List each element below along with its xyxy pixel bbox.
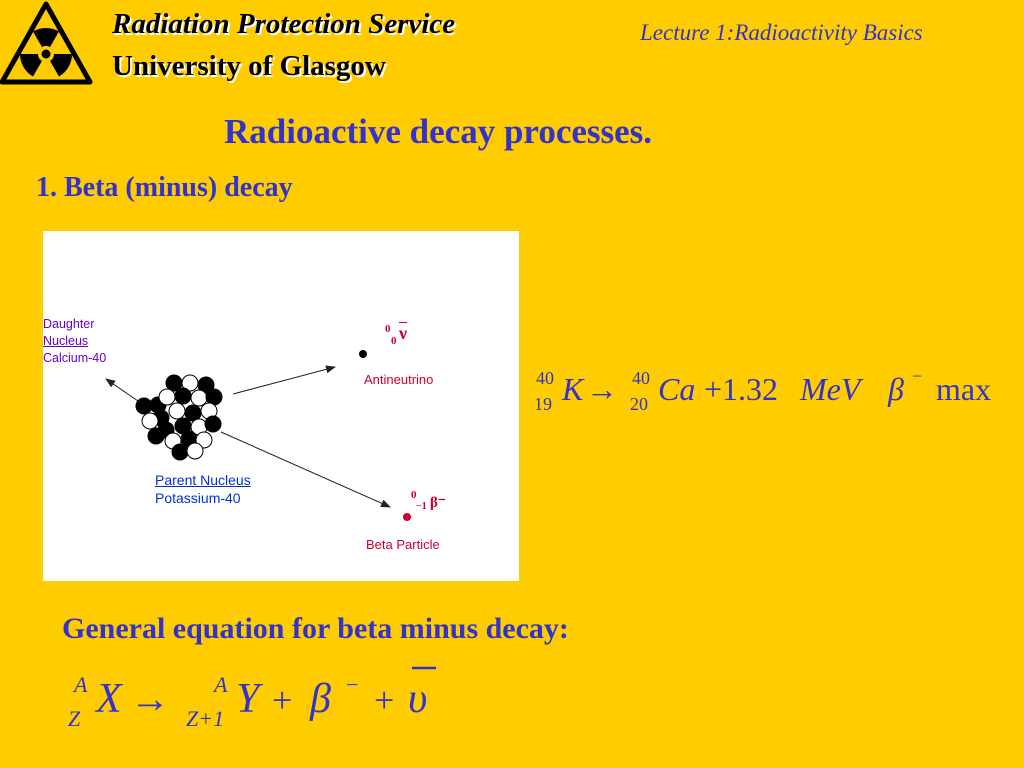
parent-nucleus-label: Parent Nucleus Potassium-40: [155, 471, 251, 507]
parent-label-line2: Potassium-40: [155, 490, 241, 506]
daughter-nucleus-label: Daughter Nucleus Calcium-40: [43, 316, 106, 367]
general-daughter-atomic-number: Z+1: [186, 706, 224, 731]
general-reaction-arrow: →: [130, 676, 170, 721]
beta-symbol-eq1: β: [887, 371, 904, 407]
daughter-label-line1: Daughter: [43, 317, 95, 331]
general-beta-charge: −: [346, 672, 358, 697]
general-beta-symbol: β: [309, 676, 331, 722]
beta-decay-diagram: Daughter Nucleus Calcium-40 Parent Nucle…: [43, 231, 519, 581]
potassium-decay-equation: 40 19 K → 40 20 Ca +1.32 MeV β − max: [534, 366, 991, 414]
university-name: University of Glasgow: [112, 50, 386, 82]
antineutrino-dot: [359, 350, 367, 358]
daughter-atomic-number: 20: [630, 394, 648, 414]
general-parent-atomic-number: Z: [68, 706, 81, 731]
beta-particle-label: Beta Particle: [366, 537, 440, 552]
general-plus-1: +: [272, 680, 292, 720]
parent-element: K: [561, 371, 585, 407]
decay-arrows: [105, 350, 411, 521]
general-plus-2: +: [374, 680, 394, 720]
general-daughter-mass-number: A: [212, 672, 228, 697]
general-antineutrino-symbol: υ: [408, 676, 427, 722]
daughter-element: Ca: [658, 371, 695, 407]
org-name: Radiation Protection Service: [112, 8, 456, 40]
lecture-title: Lecture 1:Radioactivity Basics: [640, 20, 923, 45]
general-parent-element: X: [94, 676, 124, 722]
antineutrino-charge-number: 0: [391, 335, 397, 347]
beta-arrow: [220, 431, 391, 508]
general-daughter-element: Y: [236, 676, 264, 722]
energy-unit: MeV: [799, 371, 864, 407]
max-suffix: max: [936, 371, 991, 407]
slide-title: Radioactive decay processes.: [224, 112, 653, 151]
parent-mass-number: 40: [536, 368, 554, 388]
beta-charge-number: −1: [416, 501, 427, 512]
general-equation-heading: General equation for beta minus decay:: [62, 612, 569, 645]
radiation-trefoil-icon: [0, 1, 93, 85]
parent-label-line1: Parent Nucleus: [155, 472, 251, 488]
antineutrino-label: Antineutrino: [364, 372, 434, 387]
general-parent-mass-number: A: [72, 672, 88, 697]
section-heading: 1. Beta (minus) decay: [36, 172, 293, 203]
reaction-arrow: →: [586, 371, 618, 407]
antineutrino-symbol: ν: [399, 323, 408, 343]
beta-particle-dot: [403, 513, 411, 521]
daughter-label-line3: Calcium-40: [43, 351, 107, 365]
general-beta-equation: A Z X → A Z+1 Y + β − + υ: [68, 666, 436, 731]
daughter-label-line2: Nucleus: [43, 334, 89, 348]
antineutrino-arrow: [232, 365, 336, 395]
beta-mass-number: 0: [411, 489, 417, 501]
beta-charge-eq1: −: [912, 366, 922, 386]
antineutrino-mass-number: 0: [385, 323, 391, 335]
decay-energy: +1.32: [704, 371, 778, 407]
daughter-mass-number: 40: [632, 368, 650, 388]
parent-atomic-number: 19: [534, 394, 552, 414]
daughter-arrow: [105, 378, 139, 402]
beta-symbol: β⁻: [430, 495, 446, 511]
nucleus: [135, 374, 223, 461]
